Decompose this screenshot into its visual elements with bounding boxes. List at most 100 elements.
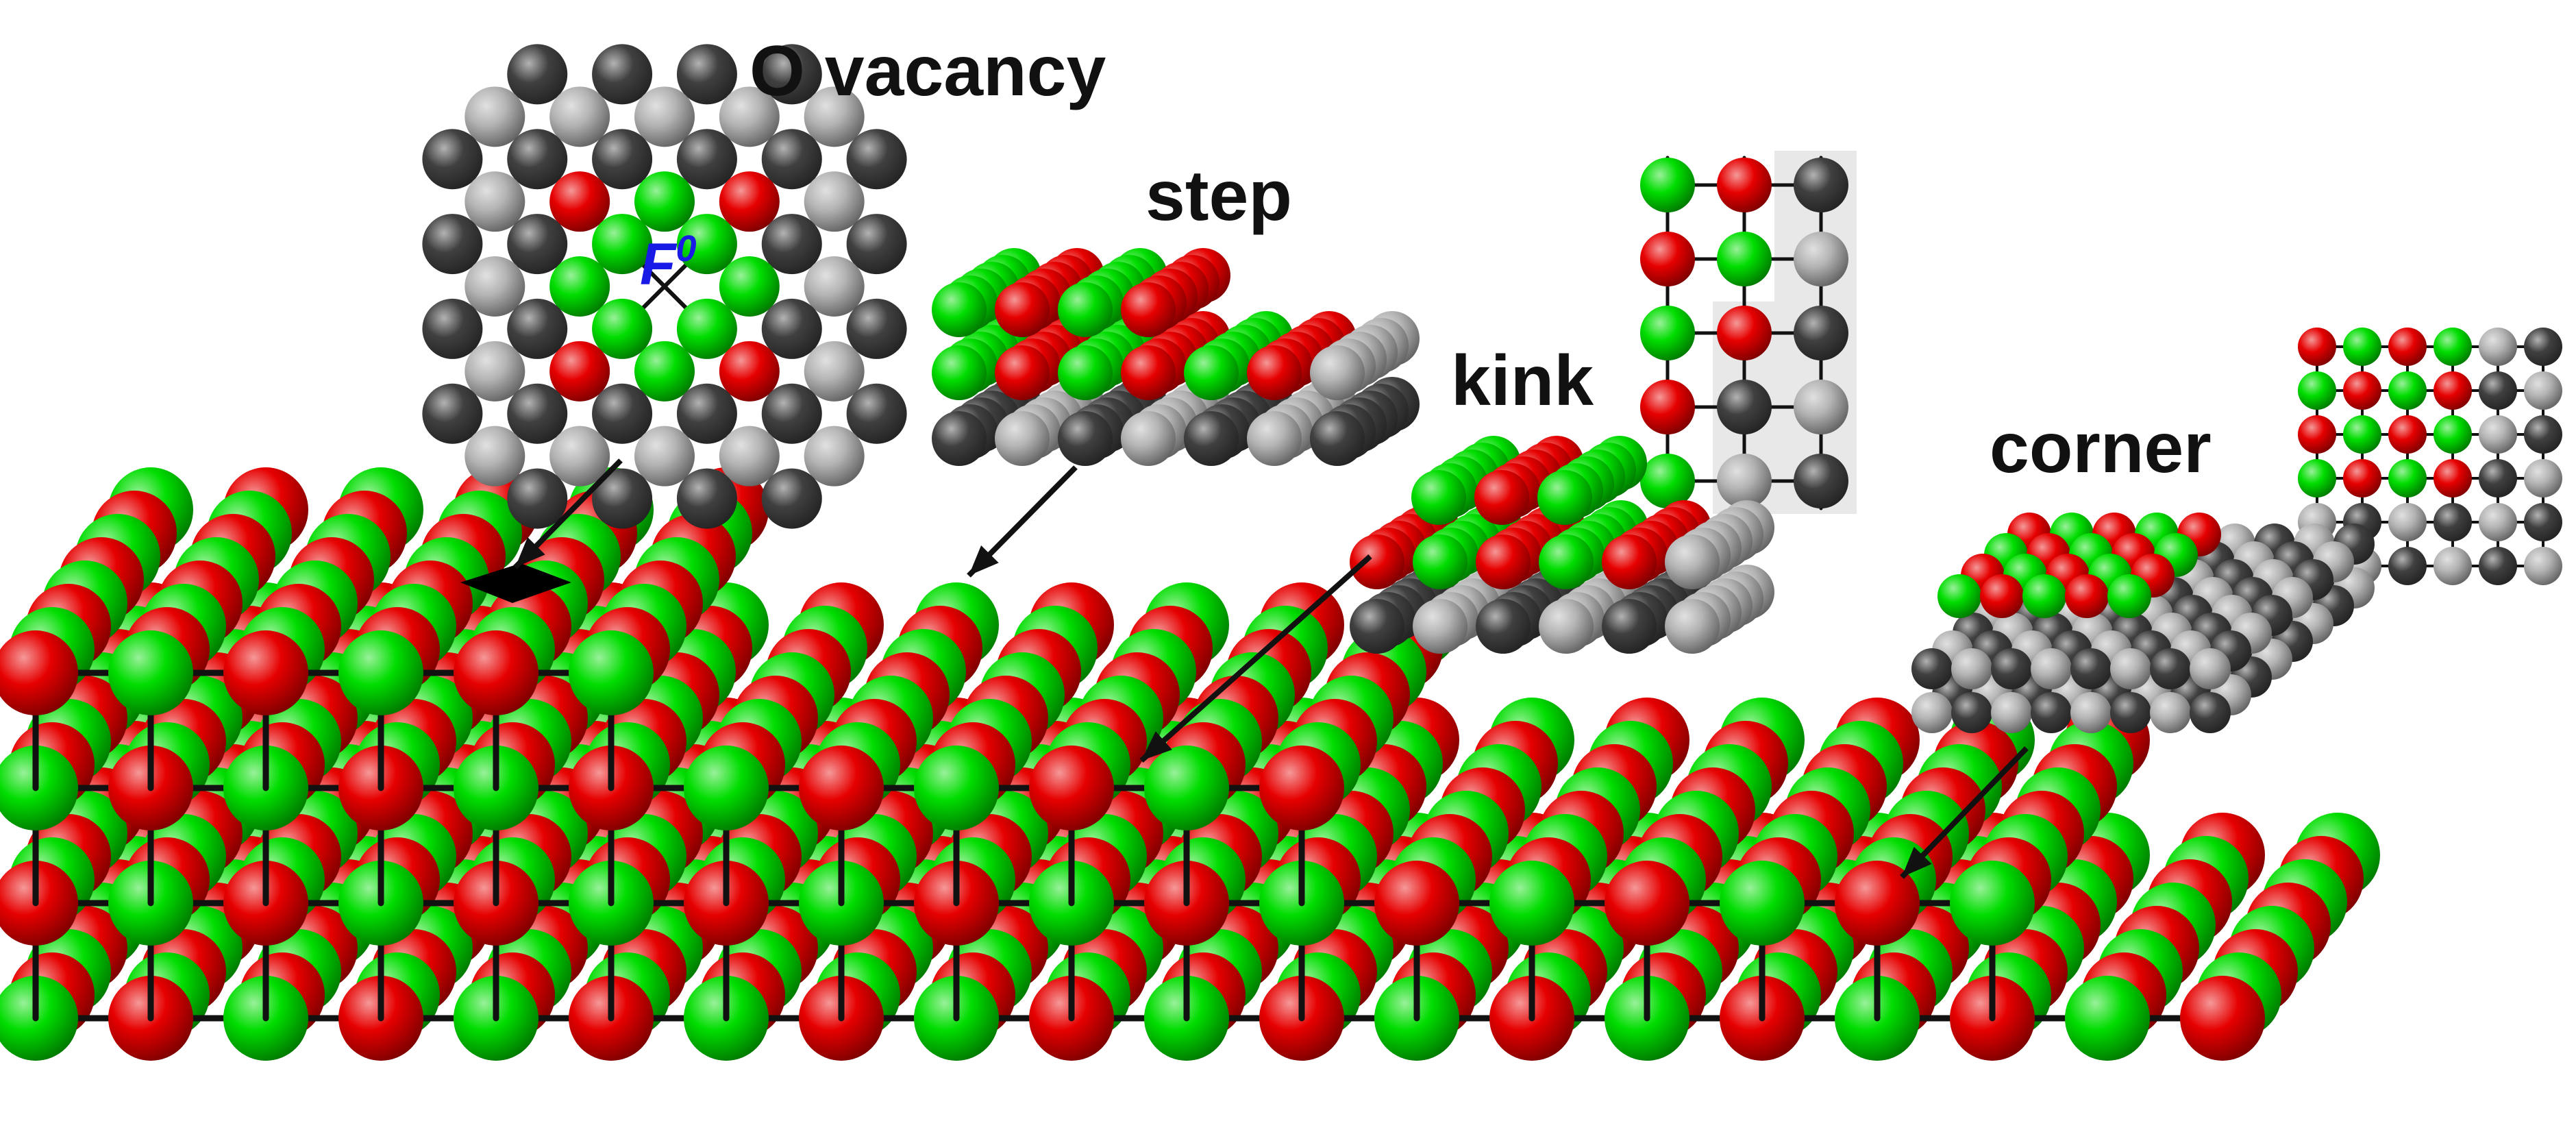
kink-grid-atom [1640, 306, 1695, 360]
corner-grid-atom [2433, 328, 2472, 366]
vacancy-inset-atom [592, 214, 653, 275]
vacancy-inset-atom [507, 129, 568, 190]
step-mid-atom [1058, 345, 1113, 400]
corner-grid-atom [2388, 328, 2427, 366]
kink-grid-atom [1794, 380, 1848, 434]
corner-grid-atom [2524, 415, 2562, 454]
corner-bulk-atom [2150, 692, 2191, 733]
slab-atom-red [1029, 746, 1114, 830]
vacancy-inset-atom [549, 341, 610, 402]
slab-atom-red [1605, 861, 1689, 946]
slab-atom-green [569, 630, 654, 715]
vacancy-diamond [460, 563, 571, 603]
vacancy-inset-atom [549, 256, 610, 317]
slab-atom-red [1259, 746, 1344, 830]
vacancy-inset-atom [592, 129, 653, 190]
arrow-kink [1139, 554, 1372, 763]
slab-atom-green [684, 746, 769, 830]
corner-bulk-atom [2190, 648, 2231, 689]
slab-atom-green [1489, 861, 1574, 946]
step-top-atom [1058, 282, 1113, 337]
vacancy-inset-atom [719, 256, 780, 317]
step-label: step [1145, 156, 1292, 236]
vacancy-inset-atom [804, 256, 865, 317]
corner-bulk-atom [2031, 648, 2072, 689]
corner-top-atom [1980, 574, 2024, 618]
vacancy-inset-atom [549, 171, 610, 232]
corner-bulk-atom [1911, 692, 1953, 733]
corner-top-atom [2065, 574, 2109, 618]
vacancy-inset-atom [676, 44, 737, 105]
corner-grid-atom [2343, 328, 2381, 366]
vacancy-inset-atom [761, 298, 822, 359]
arrow-kink-head [1141, 731, 1172, 761]
corner-grid-atom [2524, 459, 2562, 497]
slab-atom-green [914, 746, 999, 830]
corner-grid-atom [2298, 371, 2336, 410]
corner-bulk-atom [2110, 692, 2151, 733]
vacancy-inset-atom [507, 298, 568, 359]
corner-grid-atom [2524, 503, 2562, 541]
vacancy-inset-atom [761, 468, 822, 529]
vacancy-inset-atom [465, 256, 525, 317]
corner-grid-atom [2343, 371, 2381, 410]
slab-atom-green [1144, 746, 1229, 830]
kink-top-atom [1411, 470, 1466, 525]
vacancy-inset-atom [549, 86, 610, 147]
vacancy-inset-atom [465, 426, 525, 487]
kink-lower-atom [1539, 599, 1594, 654]
vacancy-inset-atom [719, 171, 780, 232]
kink-grid-atom [1640, 454, 1695, 508]
vacancy-inset-atom [846, 383, 907, 444]
corner-grid-atom [2479, 415, 2517, 454]
slab-atom-red [0, 861, 78, 946]
corner-bulk-atom [2070, 648, 2111, 689]
step-lower-atom [1247, 411, 1302, 466]
slab-atom-red [799, 746, 884, 830]
corner-label: corner [1990, 408, 2212, 488]
step-lower-atom [1184, 411, 1239, 466]
kink-grid-atom [1717, 232, 1772, 286]
slab-atom-green [0, 746, 78, 830]
kink-grid-atom [1794, 454, 1848, 508]
vacancy-inset-atom [676, 214, 737, 275]
corner-grid-atom [2343, 459, 2381, 497]
corner-grid-atom [2388, 547, 2427, 585]
vacancy-inset-atom [846, 298, 907, 359]
slab-atom-red [1374, 861, 1459, 946]
o-vacancy-label: O vacancy [750, 32, 1106, 111]
kink-mid-atom [1665, 534, 1720, 589]
arrow-corner-head [1902, 846, 1932, 877]
corner-top-atom [2022, 574, 2066, 618]
vacancy-inset-atom [422, 298, 483, 359]
vacancy-inset-atom [804, 171, 865, 232]
vacancy-inset-atom [592, 383, 653, 444]
slab-atom-green [1950, 861, 2035, 946]
vacancy-inset-atom [507, 44, 568, 105]
kink-mid-atom [1602, 534, 1657, 589]
corner-top-atom [2107, 574, 2151, 618]
kink-mid-atom [1350, 534, 1404, 589]
corner-grid-atom [2524, 371, 2562, 410]
kink-mid-atom [1476, 534, 1531, 589]
corner-grid-atom [2433, 547, 2472, 585]
corner-bulk-atom [1951, 692, 1992, 733]
kink-mid-atom [1539, 534, 1594, 589]
corner-inset [1911, 513, 2375, 733]
slab-atom-red [1835, 861, 1920, 946]
step-mid-atom [1310, 345, 1365, 400]
vacancy-inset-atom [465, 341, 525, 402]
corner-grid-atom [2479, 328, 2517, 366]
corner-bulk-atom [2150, 648, 2191, 689]
corner-grid-atom [2343, 415, 2381, 454]
corner-grid-atom [2433, 415, 2472, 454]
corner-top-atom [1937, 574, 1981, 618]
kink-label: kink [1451, 341, 1594, 421]
corner-grid-atom [2388, 415, 2427, 454]
vacancy-inset-atom [676, 129, 737, 190]
vacancy-inset-atom [676, 468, 737, 529]
corner-grid-atom [2298, 459, 2336, 497]
step-mid-atom [995, 345, 1050, 400]
step-lower-atom [1310, 411, 1365, 466]
